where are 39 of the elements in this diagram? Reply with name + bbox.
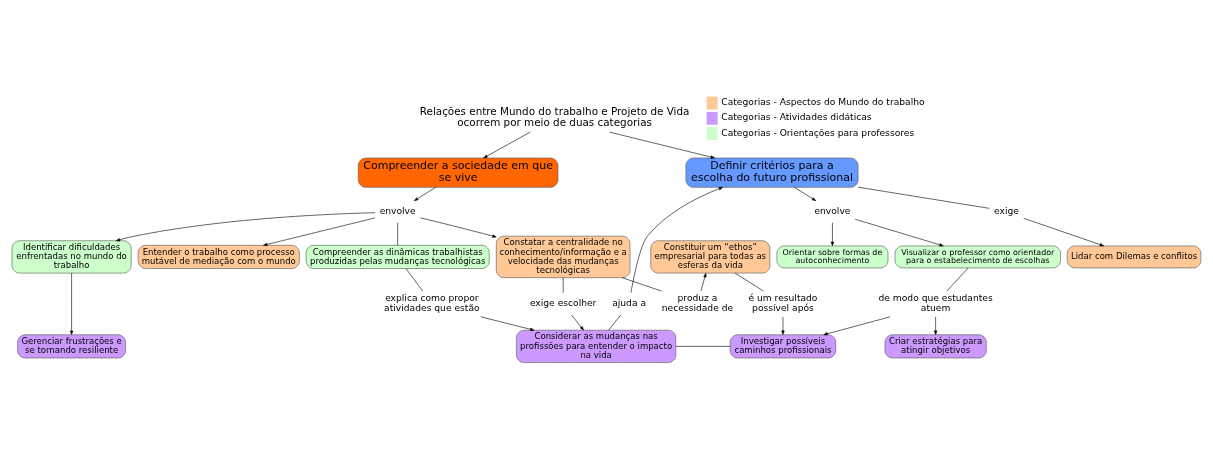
connector [621,276,662,291]
arrow [480,316,535,331]
node-text: é um resultado possível após [748,292,818,313]
node-box: Compreender as dinâmicas trabalhistas produzidas pelas mudanças tecnológicas [305,244,490,269]
node-box: Criar estratégias para atingir objetivos [884,333,987,358]
node-text: Relações entre Mundo do trabalho e Projeto de Vida ocorrem por meio de duas categorias [419,104,690,128]
arrow [781,316,785,335]
arrow [420,217,497,238]
node-box: Lidar com Dilemas e conflitos [1066,245,1202,268]
node-text: exige escolher [529,297,597,308]
arrow [700,272,707,291]
legend-label: Categorias - Atividades didáticas [721,111,872,122]
node-text: de modo que estudantes atuem [878,292,993,313]
arrow [934,316,938,335]
node-box: Compreender a sociedade em que se vive [357,157,559,188]
arrow [70,272,74,335]
arrow [630,186,723,293]
node-text: produz a necessidade de [661,292,734,313]
arrow [830,221,834,246]
arrow [115,211,376,241]
legend-label: Categorias - Aspectos do Mundo do trabalho [721,96,925,107]
node-text: envolve [814,205,851,216]
arrow [571,314,584,330]
node-text: envolve [379,205,416,216]
arrow [609,131,715,159]
arrow [854,218,944,246]
arrow [483,131,531,158]
arrow [414,186,436,201]
node-box: Constituir um “ethos” empresarial para todas as esferas da vida [650,239,771,273]
node-box: Constatar a centralidade no conhecimento/informação e a velocidade das mudanças tecnológicas [495,235,631,278]
arrow [1023,217,1104,246]
arrow [823,316,891,335]
node-text: exige [994,205,1019,216]
node-box: Gerenciar frustrações e se tornando resiliente [17,333,126,358]
arrow [794,186,817,201]
arrow [263,217,376,246]
legend-label: Categorias - Orientações para professores [721,127,915,138]
node-text: ajuda a [612,297,647,308]
node-text: explica como propor atividades que estão [384,292,480,313]
